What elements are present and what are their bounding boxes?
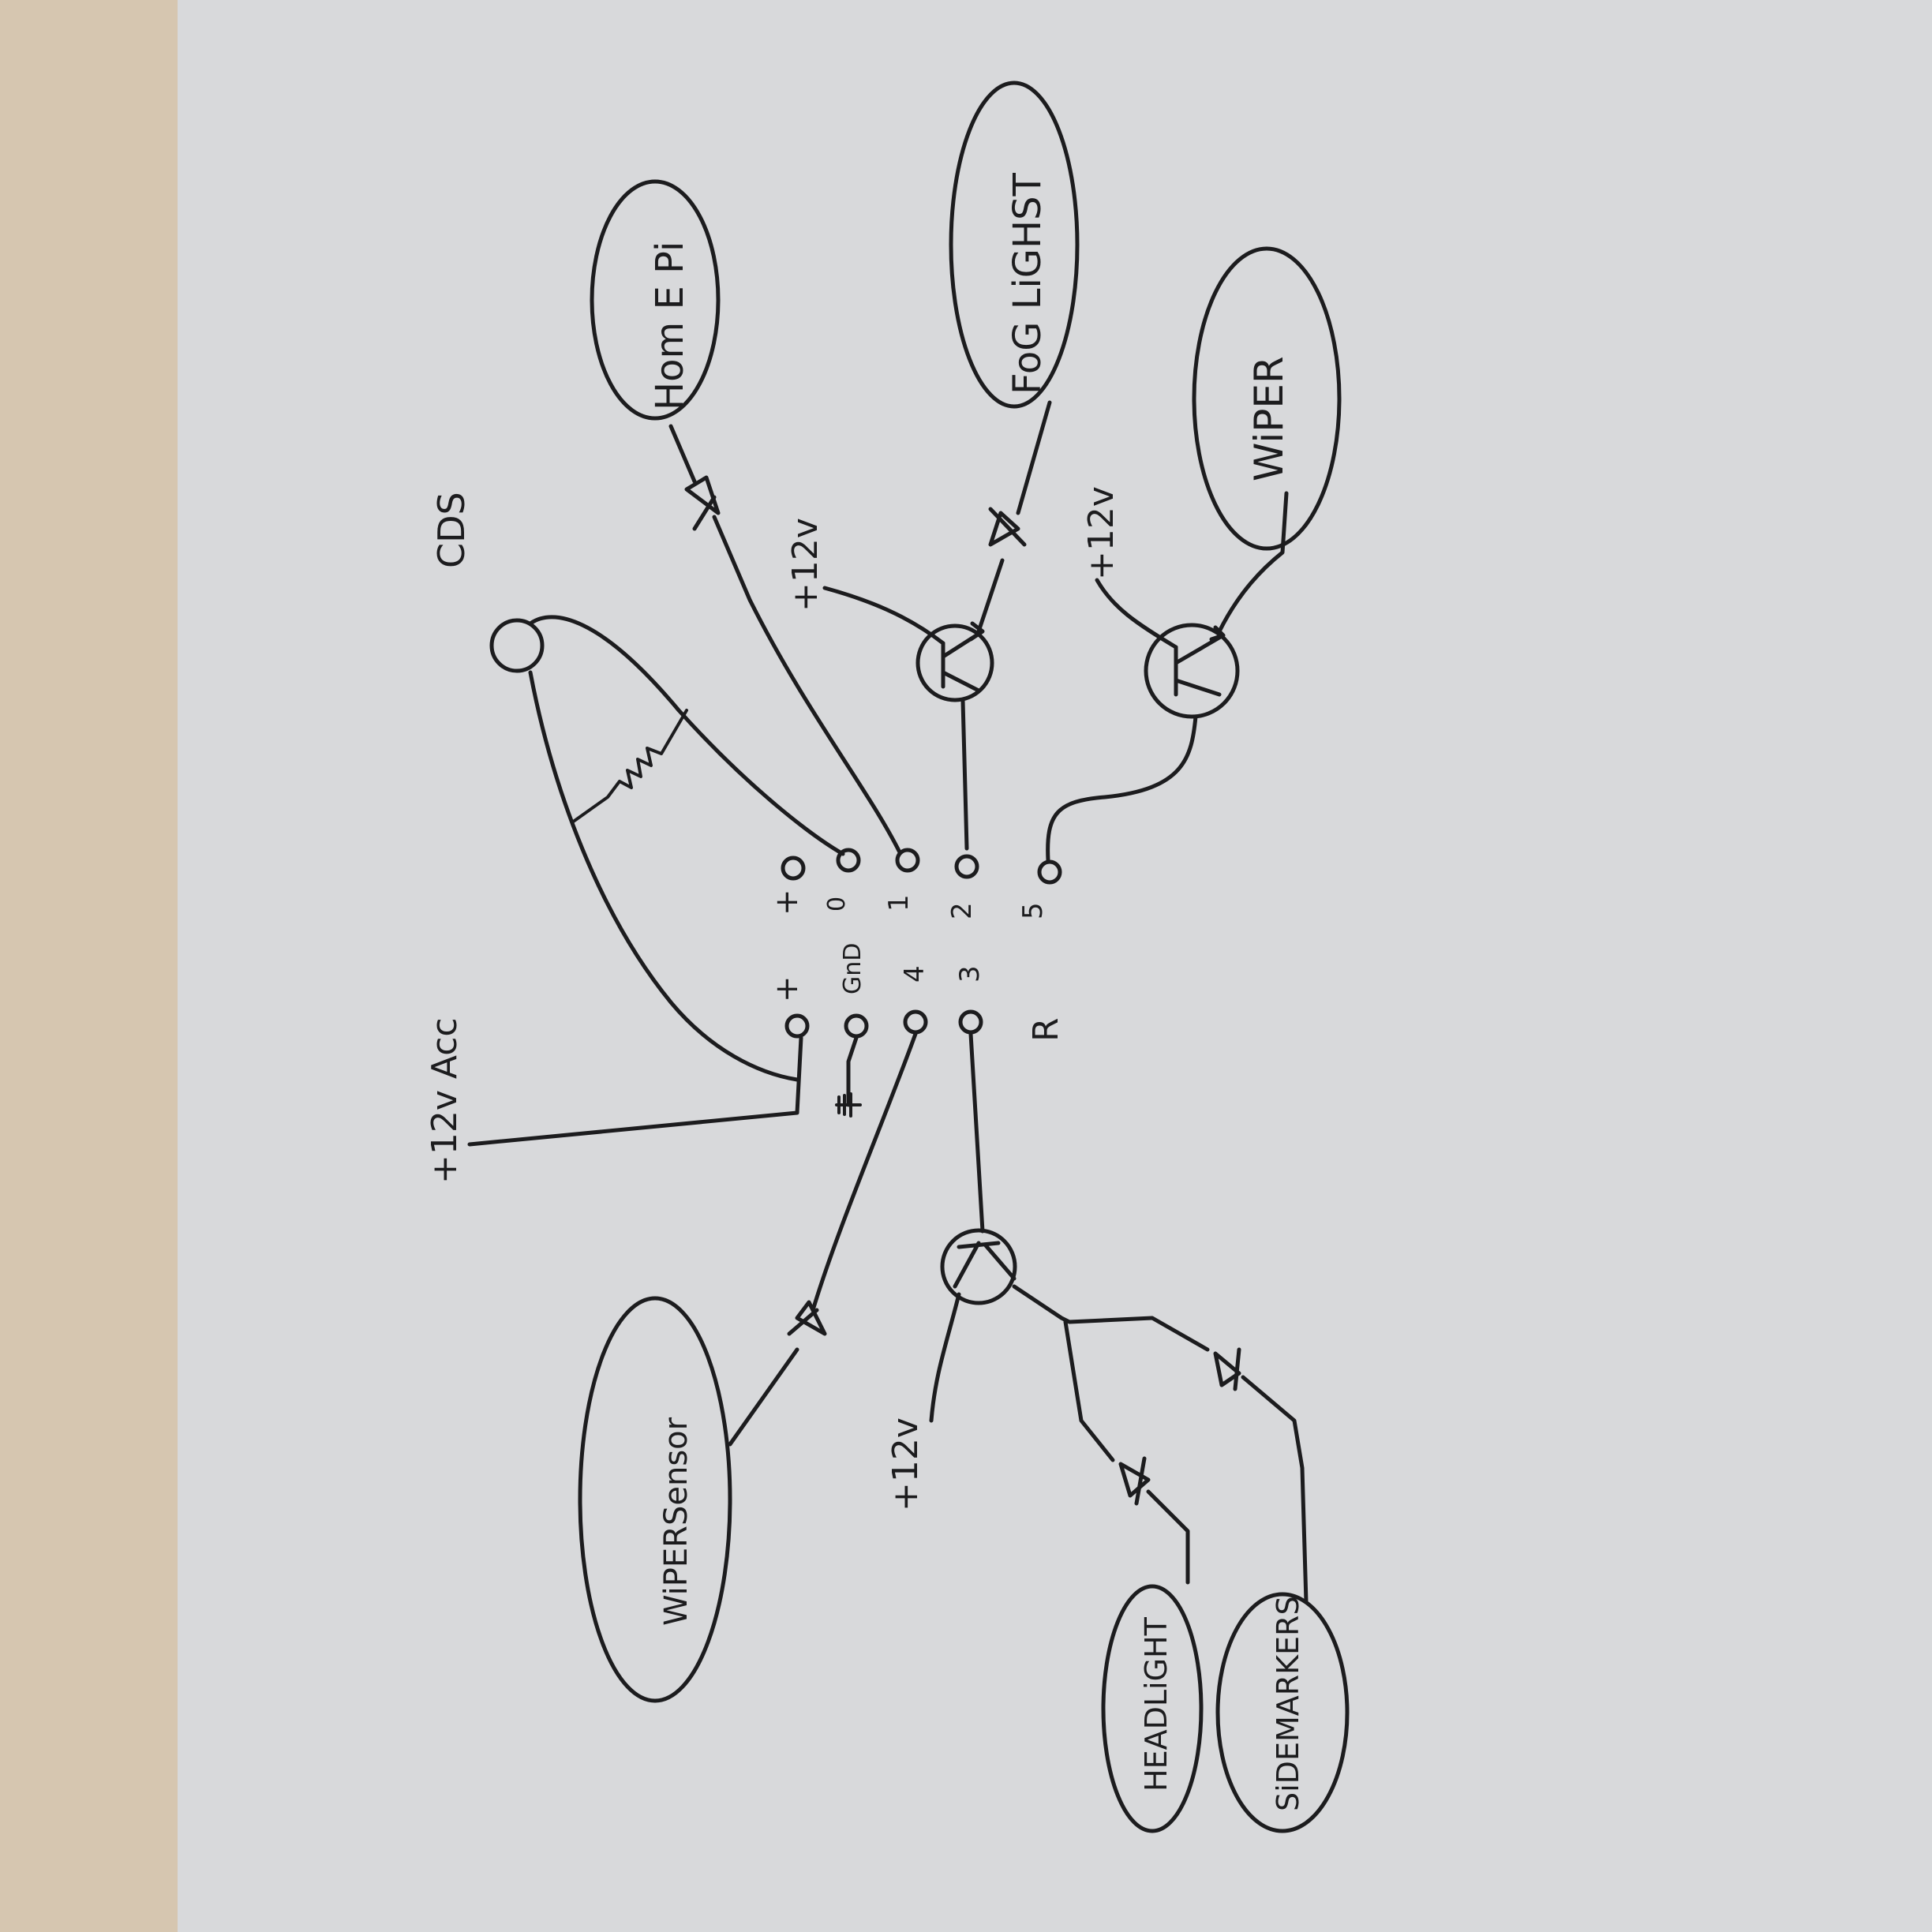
headlight-ellipse <box>1101 1584 1204 1833</box>
terminal-5 <box>1037 859 1062 885</box>
ground-symbol <box>835 1092 862 1118</box>
head-transistor-internals <box>953 1241 1017 1289</box>
terminal-0 <box>836 848 861 873</box>
wiper-base-wire <box>1046 714 1198 863</box>
terminal-2 <box>954 854 979 879</box>
terminal-plus <box>784 1013 810 1039</box>
head-12v-wire <box>929 1292 961 1423</box>
ground-wire <box>846 1035 859 1107</box>
terminal-r-label: R <box>1026 1017 1066 1042</box>
fog-12v-wire <box>822 586 945 646</box>
terminal-block: + GnD 4 3 R + 0 1 2 5 <box>769 848 1066 1042</box>
fog-transistor-symbol <box>915 623 994 702</box>
fog-light-label: FoG LiGHST <box>1005 172 1050 395</box>
fog-light-ellipse <box>949 80 1080 409</box>
cds-label: CDS <box>430 492 473 568</box>
cds-wire-to-gnd <box>528 670 799 1082</box>
plus12v-head-label: +12v <box>886 1417 926 1511</box>
plus12v-acc-label: +12v Acc <box>425 1017 465 1184</box>
sidemarkers-diode <box>1213 1347 1241 1391</box>
cds-sensor-symbol <box>489 618 545 673</box>
acc-wire <box>467 1035 803 1147</box>
head-out-wire <box>1012 1284 1210 1352</box>
cds-wire-to-plus <box>528 615 845 856</box>
headlight-diode <box>1118 1456 1151 1506</box>
wiper-sensor-ellipse <box>578 1296 732 1703</box>
desk-background <box>0 0 182 1932</box>
terminal-1-label: 1 <box>883 894 915 912</box>
home-pi-diode <box>684 475 721 531</box>
terminal-top-plus-label: + <box>769 889 805 915</box>
wiper-12v-wire <box>1095 578 1178 650</box>
terminal-0-label: 0 <box>823 897 851 912</box>
wiper-ellipse <box>1192 246 1342 551</box>
sidemarkers-label: SiDEMARKERS <box>1271 1596 1305 1811</box>
fog-base-wire <box>960 698 969 851</box>
sidemarkers-ellipse <box>1215 1592 1350 1833</box>
plus12v-fog-label: +12v <box>785 518 826 612</box>
terminal-2-label: 2 <box>946 902 978 919</box>
headlight-label: HEADLiGHT <box>1139 1616 1174 1792</box>
wiper-transistor-internals <box>1174 625 1226 697</box>
sidemarkers-wire <box>1241 1375 1309 1604</box>
plus12v-wiper-label: +12v <box>1081 486 1121 580</box>
terminal-1 <box>895 848 920 873</box>
terminal-plus-label: + <box>769 975 805 1002</box>
fog-light-wire <box>976 400 1052 634</box>
home-pi-label: Hom E Pi <box>648 242 692 410</box>
head-transistor-symbol <box>940 1228 1017 1305</box>
resistor-symbol <box>571 709 688 824</box>
home-pi-wire <box>668 424 902 855</box>
wiper-transistor-symbol <box>1144 623 1240 719</box>
headlight-branch-wire <box>1063 1320 1190 1585</box>
paper-sheet <box>178 0 1932 1932</box>
fog-transistor-internals <box>941 621 985 693</box>
wiper-label: WiPER <box>1246 356 1292 481</box>
terminal-4-label: 4 <box>899 965 930 983</box>
terminal-top-plus <box>781 856 806 881</box>
wiper-out-wire <box>1217 491 1289 634</box>
fog-light-diode <box>988 507 1027 547</box>
wiper-sensor-diode <box>787 1300 827 1336</box>
terminal-5-label: 5 <box>1017 902 1049 919</box>
wiper-sensor-label: WiPERSensor <box>658 1417 695 1626</box>
home-pi-ellipse <box>590 179 721 421</box>
head-base-wire <box>968 1032 985 1234</box>
wiper-sensor-wire <box>728 1032 918 1447</box>
terminal-gnd-label: GnD <box>839 943 867 994</box>
terminal-3-label: 3 <box>954 965 986 983</box>
